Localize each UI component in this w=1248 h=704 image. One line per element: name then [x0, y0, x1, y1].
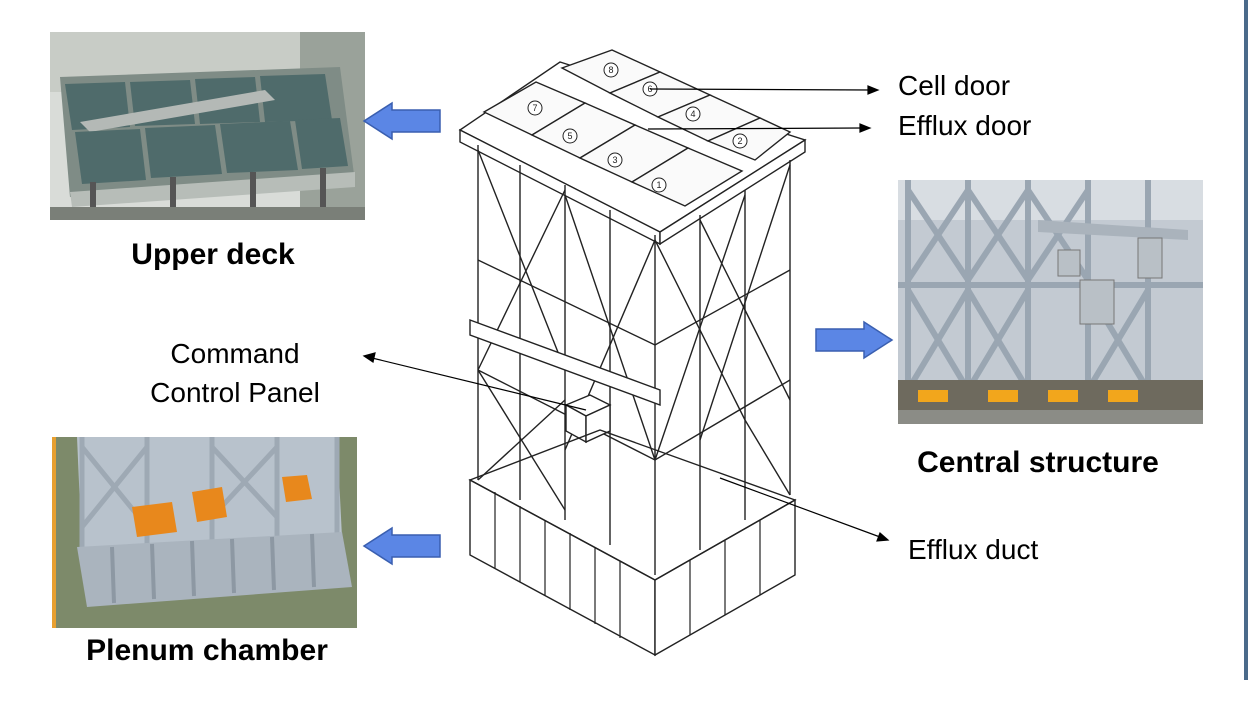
svg-text:1: 1 [656, 180, 661, 190]
door-number-2: 2 [732, 133, 748, 149]
door-number-1: 1 [651, 177, 667, 193]
slide-edge-bar [1244, 0, 1248, 680]
efflux-door-label: Efflux door [898, 110, 1032, 141]
arrow-to-plenum-chamber [362, 526, 441, 566]
command-control-panel-box [564, 394, 612, 444]
upper-deck-photo [50, 32, 365, 220]
svg-text:3: 3 [612, 155, 617, 165]
cell-door-label: Cell door [898, 70, 1011, 101]
efflux-duct-label: Efflux duct [908, 534, 1039, 565]
door-number-3: 3 [607, 152, 623, 168]
door-number-8: 8 [603, 62, 619, 78]
svg-text:2: 2 [737, 136, 742, 146]
arrow-to-upper-deck [362, 101, 441, 141]
plenum-base [468, 429, 797, 657]
command-control-label-line2: Control Panel [150, 377, 320, 408]
command-control-label-line1: Command [170, 338, 300, 369]
svg-text:5: 5 [567, 131, 572, 141]
plenum-chamber-photo [52, 437, 357, 628]
arrow-to-central-structure [815, 320, 894, 360]
door-number-7: 7 [527, 100, 543, 116]
central-structure-caption: Central structure [917, 446, 1159, 479]
svg-text:8: 8 [608, 65, 613, 75]
central-structure-photo [898, 180, 1203, 424]
efflux-duct-leader [719, 477, 881, 538]
efflux-door-leader [647, 127, 863, 130]
door-number-4: 4 [685, 106, 701, 122]
svg-text:7: 7 [532, 103, 537, 113]
cell-door-leader [649, 88, 871, 91]
svg-text:4: 4 [690, 109, 695, 119]
upper-deck-caption: Upper deck [131, 238, 295, 271]
door-number-5: 5 [562, 128, 578, 144]
plenum-chamber-caption: Plenum chamber [86, 634, 328, 667]
command-control-leader [371, 357, 587, 411]
